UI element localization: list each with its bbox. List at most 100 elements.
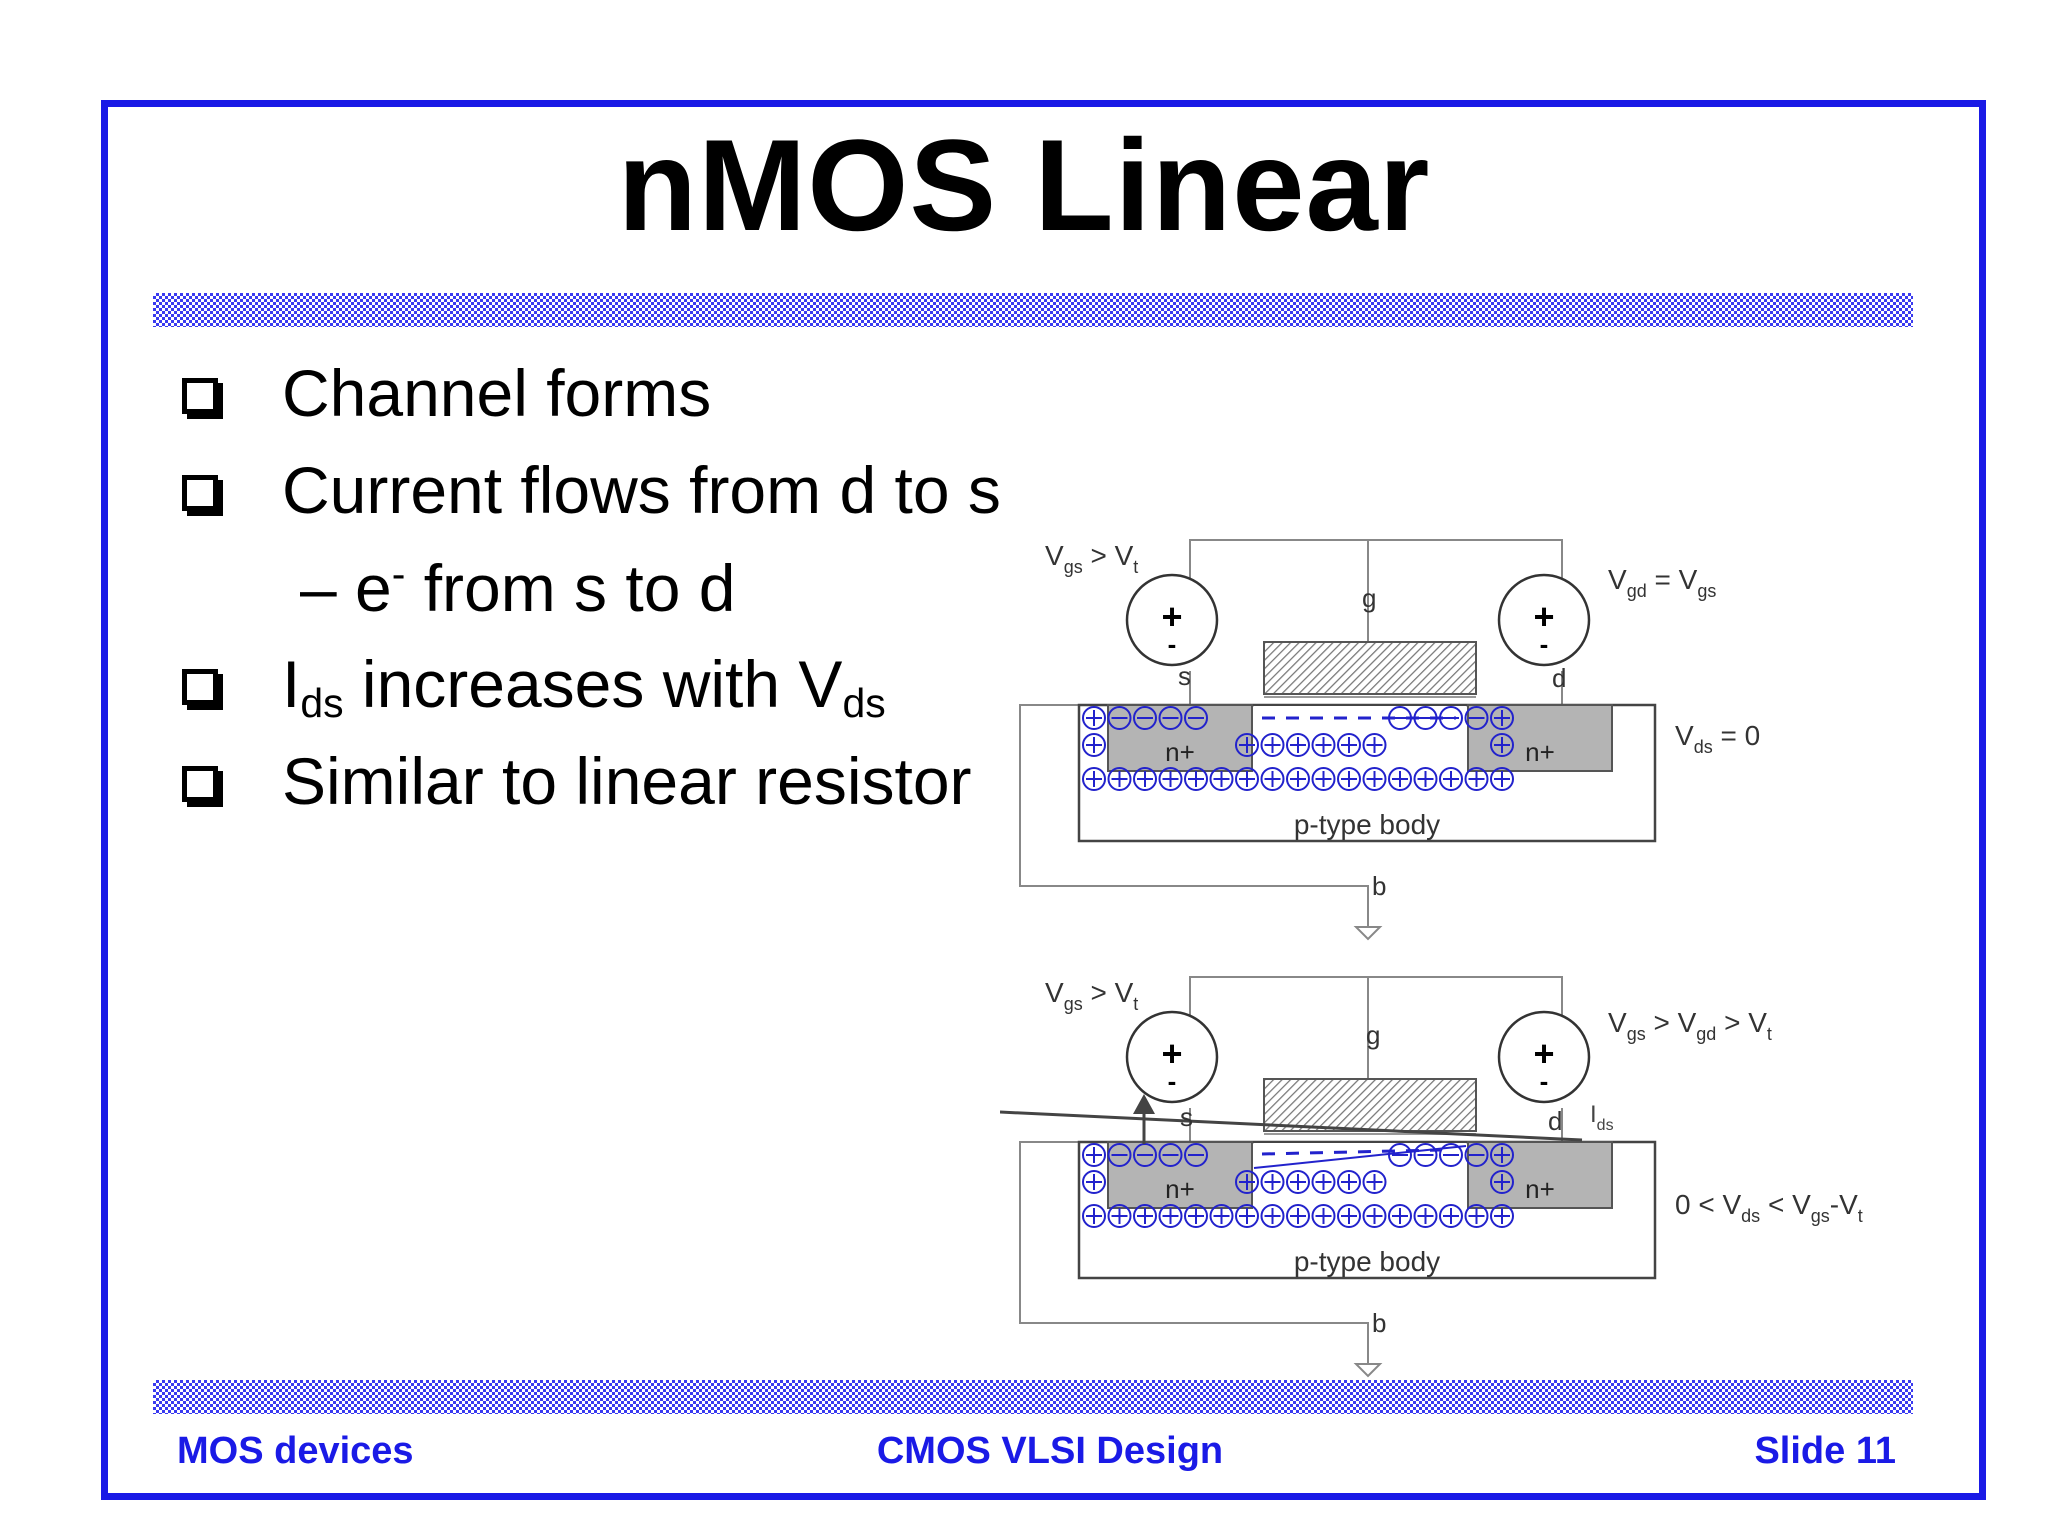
hole-symbol xyxy=(1235,1204,1259,1228)
plus-sign: + xyxy=(1161,1033,1182,1074)
gate-wire xyxy=(1368,539,1563,579)
electron-symbol xyxy=(1464,706,1489,730)
footer-slide-number: Slide 11 xyxy=(1754,1430,1896,1472)
checkbox-bullet-icon xyxy=(182,378,218,414)
bullet-text-part: increases with V xyxy=(343,647,843,721)
bullet-text: Channel forms xyxy=(282,356,712,430)
electron-symbol xyxy=(1184,706,1208,730)
ground-icon xyxy=(1353,1363,1383,1378)
hole-symbol xyxy=(1158,767,1183,791)
n-plus-source-region xyxy=(1107,1141,1253,1209)
electron-symbol xyxy=(1133,706,1157,730)
source-voltage-icon xyxy=(1125,1010,1219,1104)
nmos-diagram-vds-zero: + - + - g s d b p-type body n+ n+ Vgs > … xyxy=(1019,539,1760,941)
electron-symbol xyxy=(1388,706,1412,730)
hole-symbol xyxy=(1082,767,1106,791)
charge-symbols xyxy=(1082,706,1514,791)
hole-symbol xyxy=(1286,733,1310,757)
hole-symbol xyxy=(1082,733,1106,757)
electron-symbol xyxy=(1413,1143,1438,1167)
n-plus-label: n+ xyxy=(1165,737,1195,767)
current-arrowhead-icon xyxy=(1133,1094,1155,1114)
vgs-gt-vgd-gt-vt-label: Vgs > Vgd > Vt xyxy=(1608,1007,1772,1044)
hole-symbol xyxy=(1311,1204,1336,1228)
hole-symbol xyxy=(1490,1204,1514,1228)
electron-symbol xyxy=(1107,706,1132,730)
hole-symbol xyxy=(1490,1170,1514,1194)
source-terminal-label: s xyxy=(1178,661,1191,691)
hole-symbol xyxy=(1260,733,1285,757)
hole-symbol xyxy=(1107,767,1132,791)
slide-frame xyxy=(101,100,1986,1500)
hole-symbol xyxy=(1184,767,1208,791)
body-terminal-label: b xyxy=(1372,871,1386,901)
hole-symbol xyxy=(1362,767,1387,791)
hole-symbol xyxy=(1388,1204,1412,1228)
checkbox-bullet-icon xyxy=(182,475,218,511)
electron-symbol xyxy=(1158,1143,1183,1167)
footer-section-name: MOS devices xyxy=(177,1430,414,1472)
footer-course-title: CMOS VLSI Design xyxy=(876,1430,1224,1472)
hole-symbol xyxy=(1464,767,1489,791)
electron-symbol xyxy=(1439,1143,1463,1167)
hole-symbol xyxy=(1235,733,1259,757)
bullet-text-part: from s to d xyxy=(405,551,736,625)
vds-zero-label: Vds = 0 xyxy=(1675,720,1760,757)
subscript: ds xyxy=(300,680,344,727)
body-wire xyxy=(1019,1141,1369,1364)
hole-symbol xyxy=(1413,767,1438,791)
hole-symbol xyxy=(1362,1204,1387,1228)
minus-sign: - xyxy=(1540,1066,1549,1096)
body-label: p-type body xyxy=(1294,809,1440,840)
minus-sign: - xyxy=(1168,629,1177,659)
hole-symbol xyxy=(1286,1170,1310,1194)
body-label: p-type body xyxy=(1294,1246,1440,1277)
n-plus-label: n+ xyxy=(1165,1174,1195,1204)
electron-symbol xyxy=(1439,706,1463,730)
hole-symbol xyxy=(1082,1204,1106,1228)
gate-terminal-label: g xyxy=(1362,583,1376,613)
hole-symbol xyxy=(1260,1204,1285,1228)
hole-symbol xyxy=(1337,733,1361,757)
nmos-diagram-linear: + - + - g s d Ids b p-type body n+ n+ Vg… xyxy=(1000,976,1863,1378)
hole-symbol xyxy=(1490,733,1514,757)
gate-poly xyxy=(1263,641,1477,695)
superscript: - xyxy=(391,551,406,597)
drain-terminal-label: d xyxy=(1552,663,1566,693)
bullet-text-part: – e xyxy=(300,551,392,625)
bottom-divider xyxy=(153,1380,1913,1414)
charge-symbols xyxy=(1082,1143,1514,1228)
ground-icon xyxy=(1353,926,1383,941)
hole-symbol xyxy=(1337,1204,1361,1228)
hole-symbol xyxy=(1133,767,1157,791)
hole-symbol xyxy=(1413,1204,1438,1228)
minus-sign: - xyxy=(1540,629,1549,659)
ids-label: Ids xyxy=(1590,1101,1614,1134)
checkbox-bullet-icon xyxy=(182,766,218,802)
plus-sign: + xyxy=(1161,596,1182,637)
hole-symbol xyxy=(1286,767,1310,791)
bullet-text: – e- from s to d xyxy=(300,554,735,621)
subscript: ds xyxy=(842,680,886,727)
drain-voltage-icon xyxy=(1497,573,1591,667)
hole-symbol xyxy=(1209,767,1234,791)
hole-symbol xyxy=(1311,733,1336,757)
hole-symbol xyxy=(1082,1143,1106,1167)
hole-symbol xyxy=(1082,1170,1106,1194)
hole-symbol xyxy=(1439,767,1463,791)
vgs-gt-vt-label: Vgs > Vt xyxy=(1045,977,1138,1014)
source-voltage-icon xyxy=(1125,573,1219,667)
body-wire xyxy=(1019,704,1369,927)
electron-symbol xyxy=(1413,706,1438,730)
top-divider xyxy=(153,293,1913,327)
slide-title: nMOS Linear xyxy=(617,112,1431,258)
vgd-eq-vgs-label: Vgd = Vgs xyxy=(1608,564,1716,601)
bullet-text: Ids increases with Vds xyxy=(282,651,886,724)
gate-poly xyxy=(1263,1078,1477,1132)
n-plus-label: n+ xyxy=(1525,1174,1555,1204)
electron-symbol xyxy=(1464,1143,1489,1167)
electron-symbol xyxy=(1158,706,1183,730)
hole-symbol xyxy=(1082,706,1106,730)
hole-symbol xyxy=(1388,767,1412,791)
electron-symbol xyxy=(1184,1143,1208,1167)
